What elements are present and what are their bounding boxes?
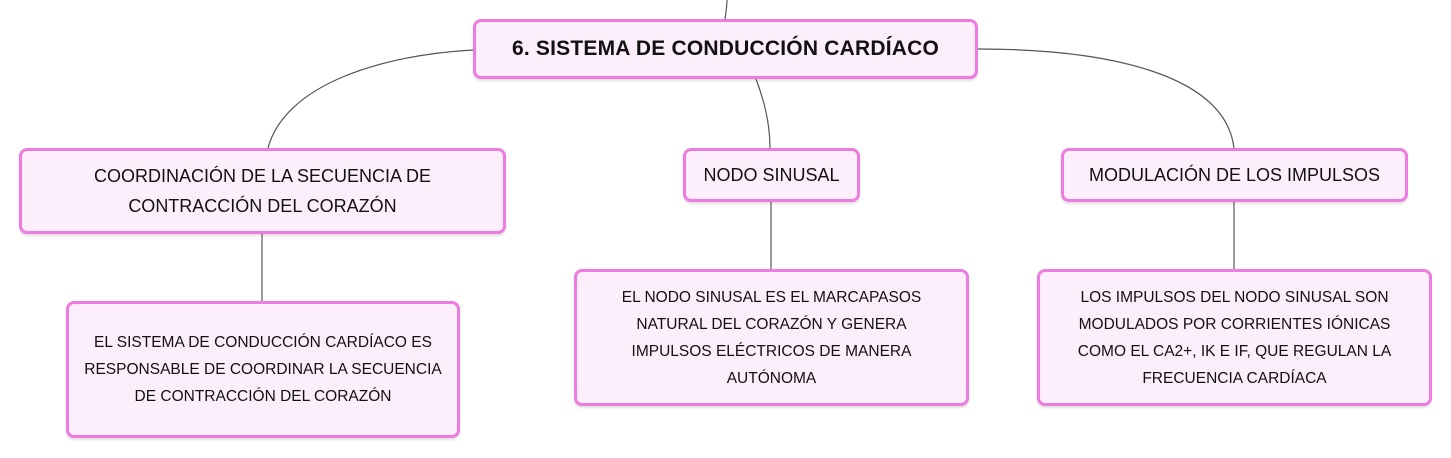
detail-node-nodo-sinusal[interactable]: EL NODO SINUSAL ES EL MARCAPASOS NATURAL… (574, 269, 969, 406)
detail-node-coordinacion[interactable]: EL SISTEMA DE CONDUCCIÓN CARDÍACO ES RES… (66, 301, 460, 438)
connector-root-to-modulacion (977, 48, 1235, 149)
topic-node-label: NODO SINUSAL (703, 165, 840, 185)
connector-root-to-coordinacion (267, 49, 474, 149)
connector-root-to-nodo-sinusal (755, 78, 771, 149)
root-node[interactable]: 6. SISTEMA DE CONDUCCIÓN CARDÍACO (473, 19, 978, 79)
detail-node-text: EL NODO SINUSAL ES EL MARCAPASOS NATURAL… (621, 288, 922, 387)
root-node-label: 6. SISTEMA DE CONDUCCIÓN CARDÍACO (511, 37, 939, 60)
connector-incoming-root (724, 0, 728, 20)
detail-node-modulacion[interactable]: LOS IMPULSOS DEL NODO SINUSAL SON MODULA… (1037, 269, 1432, 406)
topic-node-nodo-sinusal[interactable]: NODO SINUSAL (683, 148, 860, 202)
topic-node-label: COORDINACIÓN DE LA SECUENCIA DE CONTRACC… (93, 166, 432, 216)
topic-node-label: MODULACIÓN DE LOS IMPULSOS (1088, 165, 1381, 185)
detail-node-text: LOS IMPULSOS DEL NODO SINUSAL SON MODULA… (1077, 288, 1392, 387)
detail-node-text: EL SISTEMA DE CONDUCCIÓN CARDÍACO ES RES… (84, 334, 442, 405)
topic-node-modulacion[interactable]: MODULACIÓN DE LOS IMPULSOS (1061, 148, 1408, 202)
topic-node-coordinacion[interactable]: COORDINACIÓN DE LA SECUENCIA DE CONTRACC… (19, 148, 506, 234)
